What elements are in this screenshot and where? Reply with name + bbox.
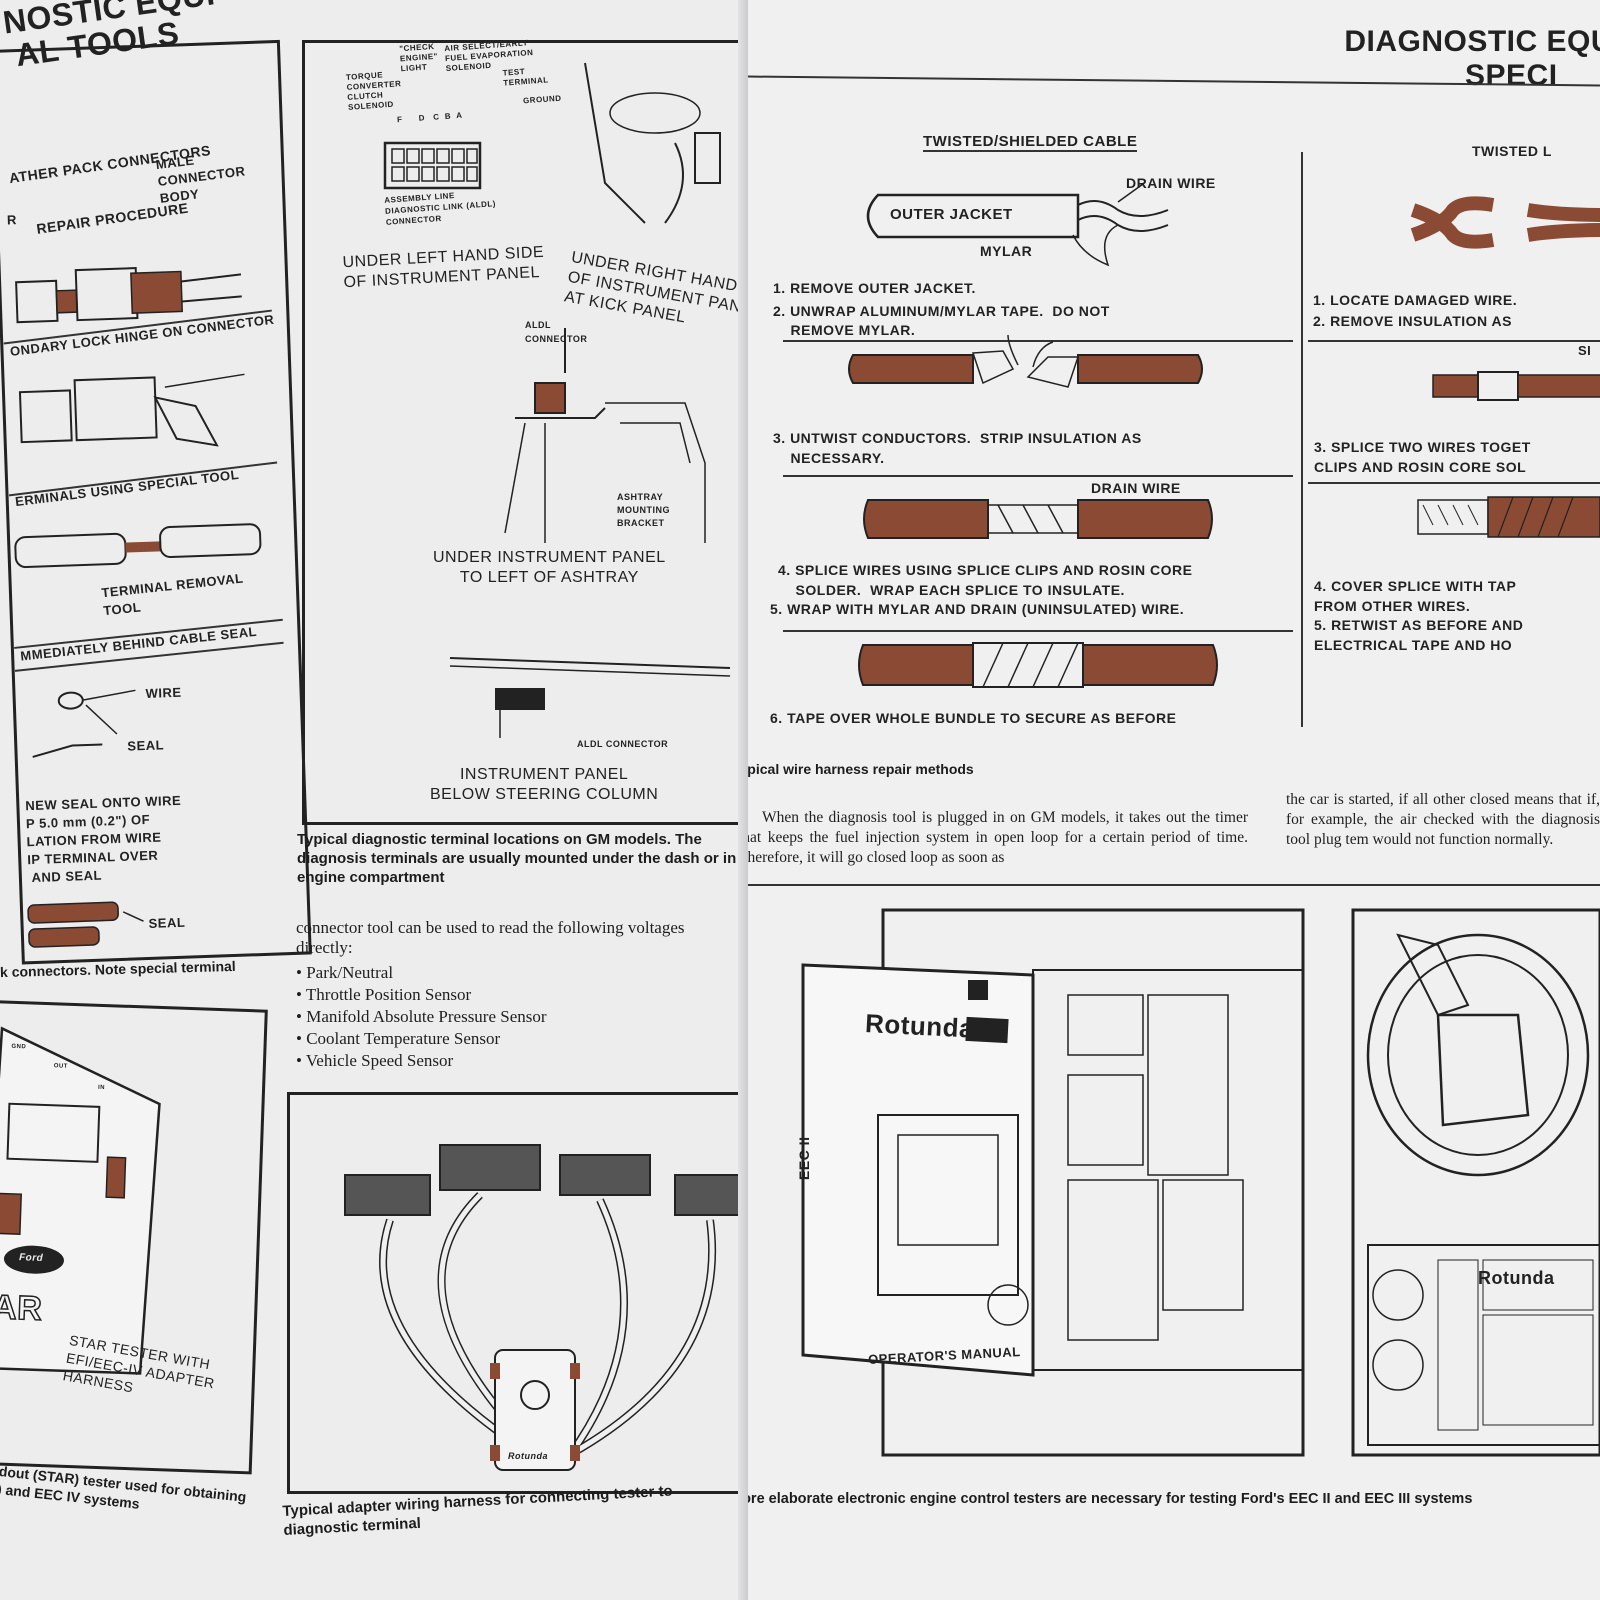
unwrapped-cable-drawing [848, 334, 1203, 388]
shielded-step-6: 6. TAPE OVER WHOLE BUNDLE TO SECURE AS B… [770, 710, 1177, 726]
r-fragment: R [6, 212, 18, 228]
gm-caption: Typical diagnostic terminal locations on… [297, 831, 737, 886]
adapter-brand: Rotunda [508, 1451, 548, 1461]
connector-tool-text: connector tool can be used to read the f… [296, 918, 685, 957]
seal-label-1: SEAL [127, 737, 165, 754]
column-divider [1301, 152, 1303, 727]
seal-label-2: SEAL [148, 914, 186, 931]
shielded-step-4: 4. SPLICE WIRES USING SPLICE CLIPS AND R… [778, 562, 1193, 598]
removal-tool-drawing [14, 523, 262, 569]
eec-brand-2: Rotunda [1478, 1268, 1555, 1288]
divider [1308, 482, 1600, 484]
divider [748, 884, 1600, 886]
right-header-line1: DIAGNOSTIC EQU [1344, 25, 1600, 58]
gm-terminal-figure: "CHECK ENGINE" LIGHT AIR SELECT/EARLY FU… [302, 38, 748, 825]
divider [783, 630, 1293, 632]
terminals-label: ERMINALS USING SPECIAL TOOL [14, 466, 240, 510]
voltage-item: Vehicle Speed Sensor [296, 1050, 547, 1072]
aldl-connector-label: ALDL CONNECTOR [525, 320, 588, 344]
right-header: DIAGNOSTIC EQU SPECI [1253, 25, 1600, 93]
star-tester-figure: GND OUT IN Ford AR STAR TESTER WITH EFI/… [0, 1000, 268, 1475]
divider [783, 475, 1293, 477]
ford-logo-text: Ford [18, 1252, 44, 1265]
pin-letters: F D C B A [396, 110, 463, 125]
left-page: NOSTIC EQUI AL TOOLS ATHER PACK CONNECTO… [0, 0, 748, 1600]
leads-step-1: 1. LOCATE DAMAGED WIRE. [1313, 292, 1518, 308]
gnd-button: GND [11, 1043, 27, 1051]
steering-column-drawing [449, 657, 731, 738]
male-connector-label: MALE CONNECTOR BODY [154, 152, 247, 206]
wrapped-cable-drawing [858, 642, 1218, 688]
aldl-connector-drawing [383, 141, 482, 190]
check-engine-label: "CHECK ENGINE" LIGHT [398, 41, 439, 74]
shielded-step-5: 5. WRAP WITH MYLAR AND DRAIN (UNINSULATE… [770, 601, 1185, 617]
crimped-terminal-drawing [27, 901, 144, 948]
voltage-item: Park/Neutral [296, 962, 547, 984]
torque-converter-label: TORQUE CONVERTER CLUTCH SOLENOID [345, 70, 402, 112]
adapter-harness-drawing [344, 1144, 746, 1471]
right-header-line2: SPECI [1465, 59, 1558, 92]
covered-splice-drawing [1417, 496, 1600, 538]
eec-ii-label: EEC II [796, 1136, 812, 1180]
under-panel-location: UNDER INSTRUMENT PANEL TO LEFT OF ASHTRA… [433, 549, 666, 586]
eec-brand: Rotunda [864, 1008, 975, 1044]
new-seal-instructions: NEW SEAL ONTO WIRE P 5.0 mm (0.2") OF LA… [25, 792, 182, 886]
eec-caption: More elaborate electronic engine control… [748, 1491, 1473, 1507]
leads-step-2: 2. REMOVE INSULATION AS [1313, 313, 1512, 329]
twisted-shielded-title: TWISTED/SHIELDED CABLE [923, 133, 1138, 152]
shielded-step-3: 3. UNTWIST CONDUCTORS. STRIP INSULATION … [773, 430, 1142, 466]
voltage-list: Park/Neutral Throttle Position Sensor Ma… [296, 962, 547, 1072]
divider [783, 340, 1293, 342]
eec-tester-drawing [801, 908, 1600, 1457]
gm-paragraph-right: the car is started, if all other closed … [1286, 791, 1600, 848]
harness-caption: Typical wire harness repair methods [748, 761, 974, 777]
left-hand-location: UNDER LEFT HAND SIDE OF INSTRUMENT PANEL [342, 243, 545, 292]
leads-step-3: 3. SPLICE TWO WIRES TOGET CLIPS AND ROSI… [1314, 439, 1531, 475]
connector-drawing [15, 267, 242, 324]
outer-jacket-label: OUTER JACKET [890, 206, 1013, 223]
divider [1308, 340, 1600, 342]
star-tester-label: STAR TESTER WITH EFI/EEC-IV ADAPTER HARN… [61, 1331, 217, 1396]
in-button: IN [97, 1084, 106, 1092]
ashtray-drawing [504, 328, 706, 543]
leads-step-4: 4. COVER SPLICE WITH TAP FROM OTHER WIRE… [1314, 578, 1517, 614]
drain-wire-label: DRAIN WIRE [1126, 175, 1216, 191]
leads-step-5: 5. RETWIST AS BEFORE AND ELECTRICAL TAPE… [1314, 617, 1524, 653]
eec-brand-block [965, 1016, 1009, 1044]
shielded-step-1: 1. REMOVE OUTER JACKET. [773, 280, 976, 296]
weather-pack-figure: ATHER PACK CONNECTORS REPAIR PROCEDURE M… [0, 39, 312, 965]
out-button: OUT [53, 1063, 68, 1070]
splice-clip-drawing [1432, 371, 1600, 401]
aldl-full-label: ASSEMBLY LINE DIAGNOSTIC LINK (ALDL) CON… [384, 190, 497, 227]
spliced-cable-drawing [863, 499, 1213, 539]
gm-paragraph-left: When the diagnosis tool is plugged in on… [748, 809, 1248, 866]
aldl-connector-label-2: ALDL CONNECTOR [577, 739, 669, 749]
star-tester-drawing [0, 1026, 161, 1375]
adapter-harness-figure: Rotunda [287, 1092, 748, 1494]
star-logo-fragment: AR [0, 1288, 44, 1329]
mylar-label: MYLAR [980, 243, 1033, 259]
hinge-drawing [18, 373, 245, 447]
right-hand-location: UNDER RIGHT HAND SIDE OF INSTRUMENT PANE… [562, 248, 748, 327]
wire-label: WIRE [145, 684, 182, 701]
shielded-step-2: 2. UNWRAP ALUMINUM/MYLAR TAPE. DO NOT RE… [773, 303, 1110, 338]
ashtray-bracket-label: ASHTRAY MOUNTING BRACKET [617, 492, 670, 528]
damaged-wire-drawing [1410, 196, 1600, 249]
ground-label: GROUND [522, 93, 562, 106]
voltage-item: Manifold Absolute Pressure Sensor [296, 1006, 546, 1028]
right-page: DIAGNOSTIC EQU SPECI TWISTED/SHIELDED CA… [748, 0, 1600, 1600]
test-terminal-label: TEST TERMINAL [502, 67, 549, 88]
drain-wire-label-2: DRAIN WIRE [1091, 480, 1181, 496]
below-column-location: INSTRUMENT PANEL BELOW STEERING COLUMN [430, 766, 659, 803]
voltage-item: Throttle Position Sensor [296, 984, 547, 1006]
voltage-item: Coolant Temperature Sensor [296, 1028, 547, 1050]
kick-panel-drawing [584, 62, 721, 224]
twisted-leads-title: TWISTED L [1472, 143, 1552, 159]
splice-fragment: SI [1578, 343, 1592, 358]
outer-jacket-drawing [866, 183, 1169, 267]
seal-drawing [32, 689, 136, 758]
